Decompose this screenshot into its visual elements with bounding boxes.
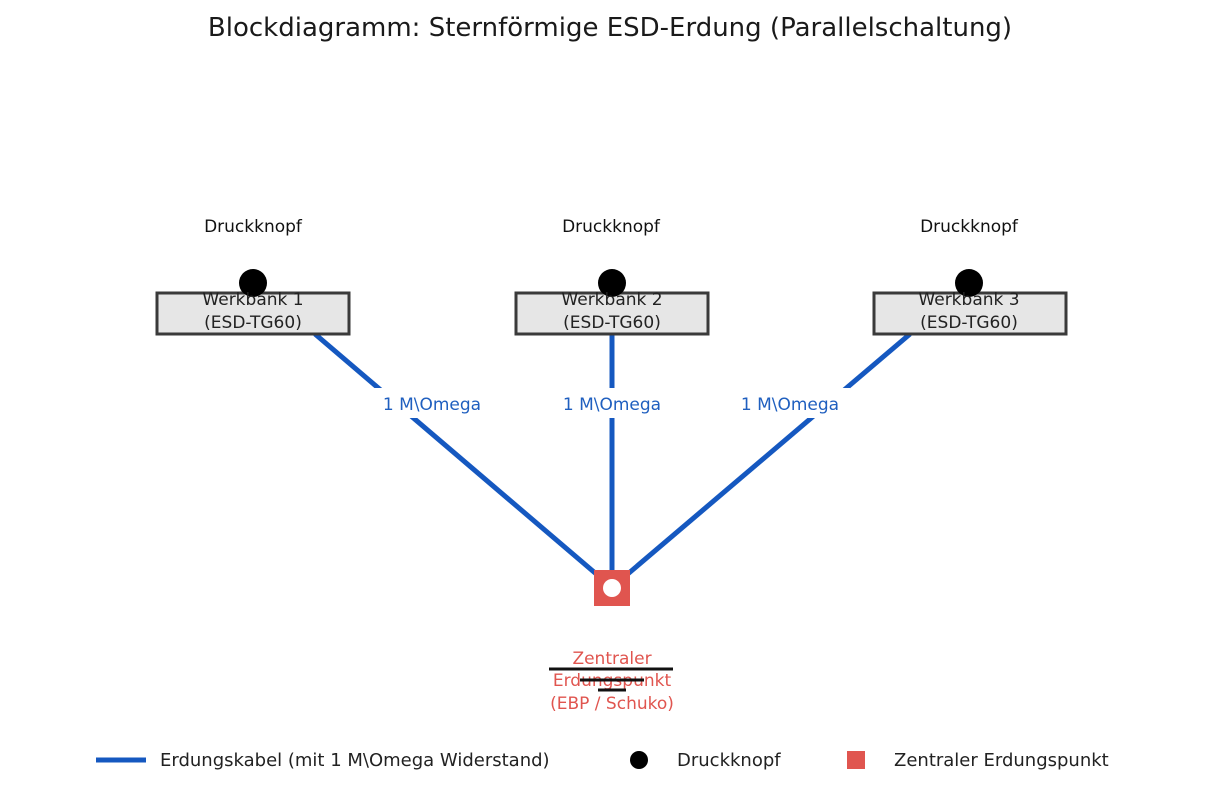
button-label-3: Druckknopf xyxy=(920,217,1019,237)
cables-group xyxy=(313,332,912,586)
central-ground-point: Zentraler Erdungspunkt (EBP / Schuko) xyxy=(549,570,674,714)
cable-bench-1 xyxy=(313,332,610,586)
resistor-label-text-3: 1 M\Omega xyxy=(741,395,839,415)
legend-cable-label: Erdungskabel (mit 1 M\Omega Widerstand) xyxy=(160,750,550,771)
workbench-box-3 xyxy=(872,291,1068,336)
cable-bench-3 xyxy=(614,332,912,586)
ground-point-label-line1: Zentraler xyxy=(572,649,651,669)
diagram-title: Blockdiagramm: Sternförmige ESD-Erdung (… xyxy=(208,13,1012,43)
legend: Erdungskabel (mit 1 M\Omega Widerstand) … xyxy=(96,750,1109,771)
workbench-name-2: Werkbank 2 xyxy=(561,290,662,310)
workbench-name-3: Werkbank 3 xyxy=(918,290,1019,310)
workbench-box-2 xyxy=(514,291,710,336)
workbench-3: Druckknopf Werkbank 3 (ESD-TG60) xyxy=(872,217,1068,336)
workbench-1: Druckknopf Werkbank 1 (ESD-TG60) xyxy=(155,217,351,336)
resistor-label-text-2: 1 M\Omega xyxy=(563,395,661,415)
resistor-label-1: 1 M\Omega xyxy=(372,388,492,418)
workbench-name-1: Werkbank 1 xyxy=(202,290,303,310)
resistor-label-2: 1 M\Omega xyxy=(552,388,672,418)
legend-ground-swatch xyxy=(847,751,865,769)
resistor-label-text-1: 1 M\Omega xyxy=(383,395,481,415)
button-label-2: Druckknopf xyxy=(562,217,661,237)
push-button-2 xyxy=(598,269,626,297)
button-label-1: Druckknopf xyxy=(204,217,303,237)
ground-point-socket xyxy=(603,579,621,597)
workbench-type-2: (ESD-TG60) xyxy=(563,313,661,333)
resistor-label-3: 1 M\Omega xyxy=(730,388,850,418)
workbench-2: Druckknopf Werkbank 2 (ESD-TG60) xyxy=(514,217,710,336)
workbench-type-3: (ESD-TG60) xyxy=(920,313,1018,333)
push-button-1 xyxy=(239,269,267,297)
workbench-type-1: (ESD-TG60) xyxy=(204,313,302,333)
legend-ground-label: Zentraler Erdungspunkt xyxy=(894,750,1109,771)
legend-button-swatch xyxy=(630,751,648,769)
legend-button-label: Druckknopf xyxy=(677,750,781,771)
ground-point-label-line3: (EBP / Schuko) xyxy=(550,694,674,714)
push-button-3 xyxy=(955,269,983,297)
